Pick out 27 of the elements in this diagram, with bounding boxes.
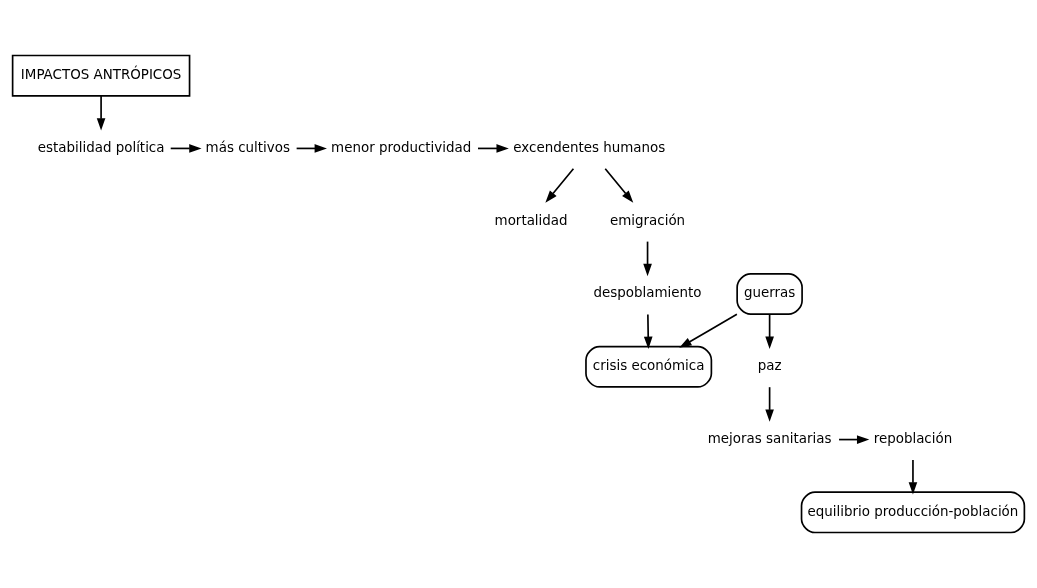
arrow xyxy=(643,240,652,277)
node-text: despoblamiento xyxy=(593,285,702,301)
node-text: mortalidad xyxy=(494,212,568,228)
node-box: crisis económica xyxy=(585,345,713,388)
node-text: estabilidad política xyxy=(37,139,165,155)
arrow xyxy=(169,144,202,153)
node-text: más cultivos xyxy=(205,139,290,155)
arrow xyxy=(908,459,918,495)
arrow xyxy=(545,168,575,203)
arrow xyxy=(643,313,653,349)
node-text: emigración xyxy=(609,212,686,228)
arrow xyxy=(477,144,509,153)
node-box: IMPACTOS ANTRÓPICOS xyxy=(11,54,191,97)
arrow xyxy=(295,144,327,153)
node-text: excendentes humanos xyxy=(513,139,666,155)
arrow xyxy=(604,168,634,203)
arrow xyxy=(679,313,738,348)
node-box: equilibrio producción-población xyxy=(800,491,1026,534)
arrow xyxy=(765,386,774,422)
arrow xyxy=(96,95,106,131)
arrow xyxy=(838,435,870,444)
node-box: guerras xyxy=(736,273,803,315)
node-text: paz xyxy=(757,358,782,374)
node-text: mejoras sanitarias xyxy=(707,431,832,447)
node-text: menor productividad xyxy=(331,139,472,155)
arrow xyxy=(765,313,774,349)
node-text: repoblación xyxy=(873,431,953,447)
